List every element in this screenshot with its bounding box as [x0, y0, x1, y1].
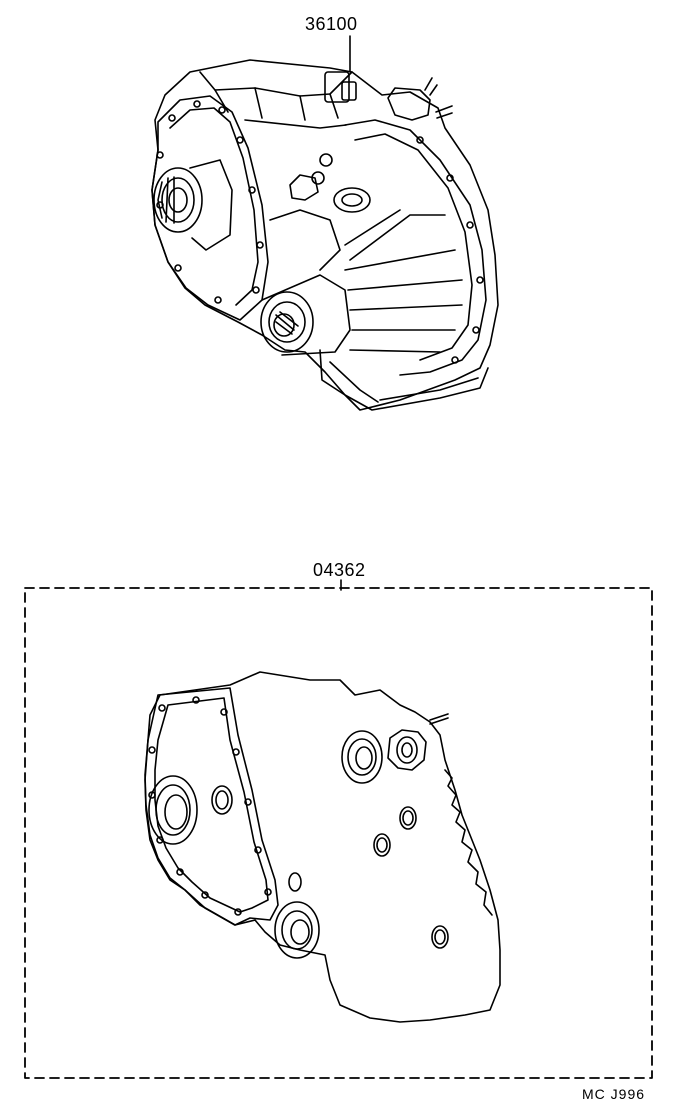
gasket-kit-illustration [24, 587, 653, 1079]
rear-oil-seal [341, 730, 383, 784]
part-number-36100: 36100 [305, 14, 358, 34]
o-ring [288, 872, 302, 892]
output-oil-seal [274, 901, 320, 959]
small-seal [399, 806, 417, 830]
transfer-assembly-illustration [151, 59, 499, 411]
kit-boundary-box [24, 587, 653, 1079]
part-number-04362: 04362 [313, 560, 366, 580]
diagram-code: MC J996 [582, 1086, 646, 1102]
small-seal [211, 785, 233, 815]
small-seal [373, 833, 391, 857]
small-seal [431, 925, 449, 949]
bushing [387, 729, 427, 771]
front-oil-seal [148, 775, 198, 845]
